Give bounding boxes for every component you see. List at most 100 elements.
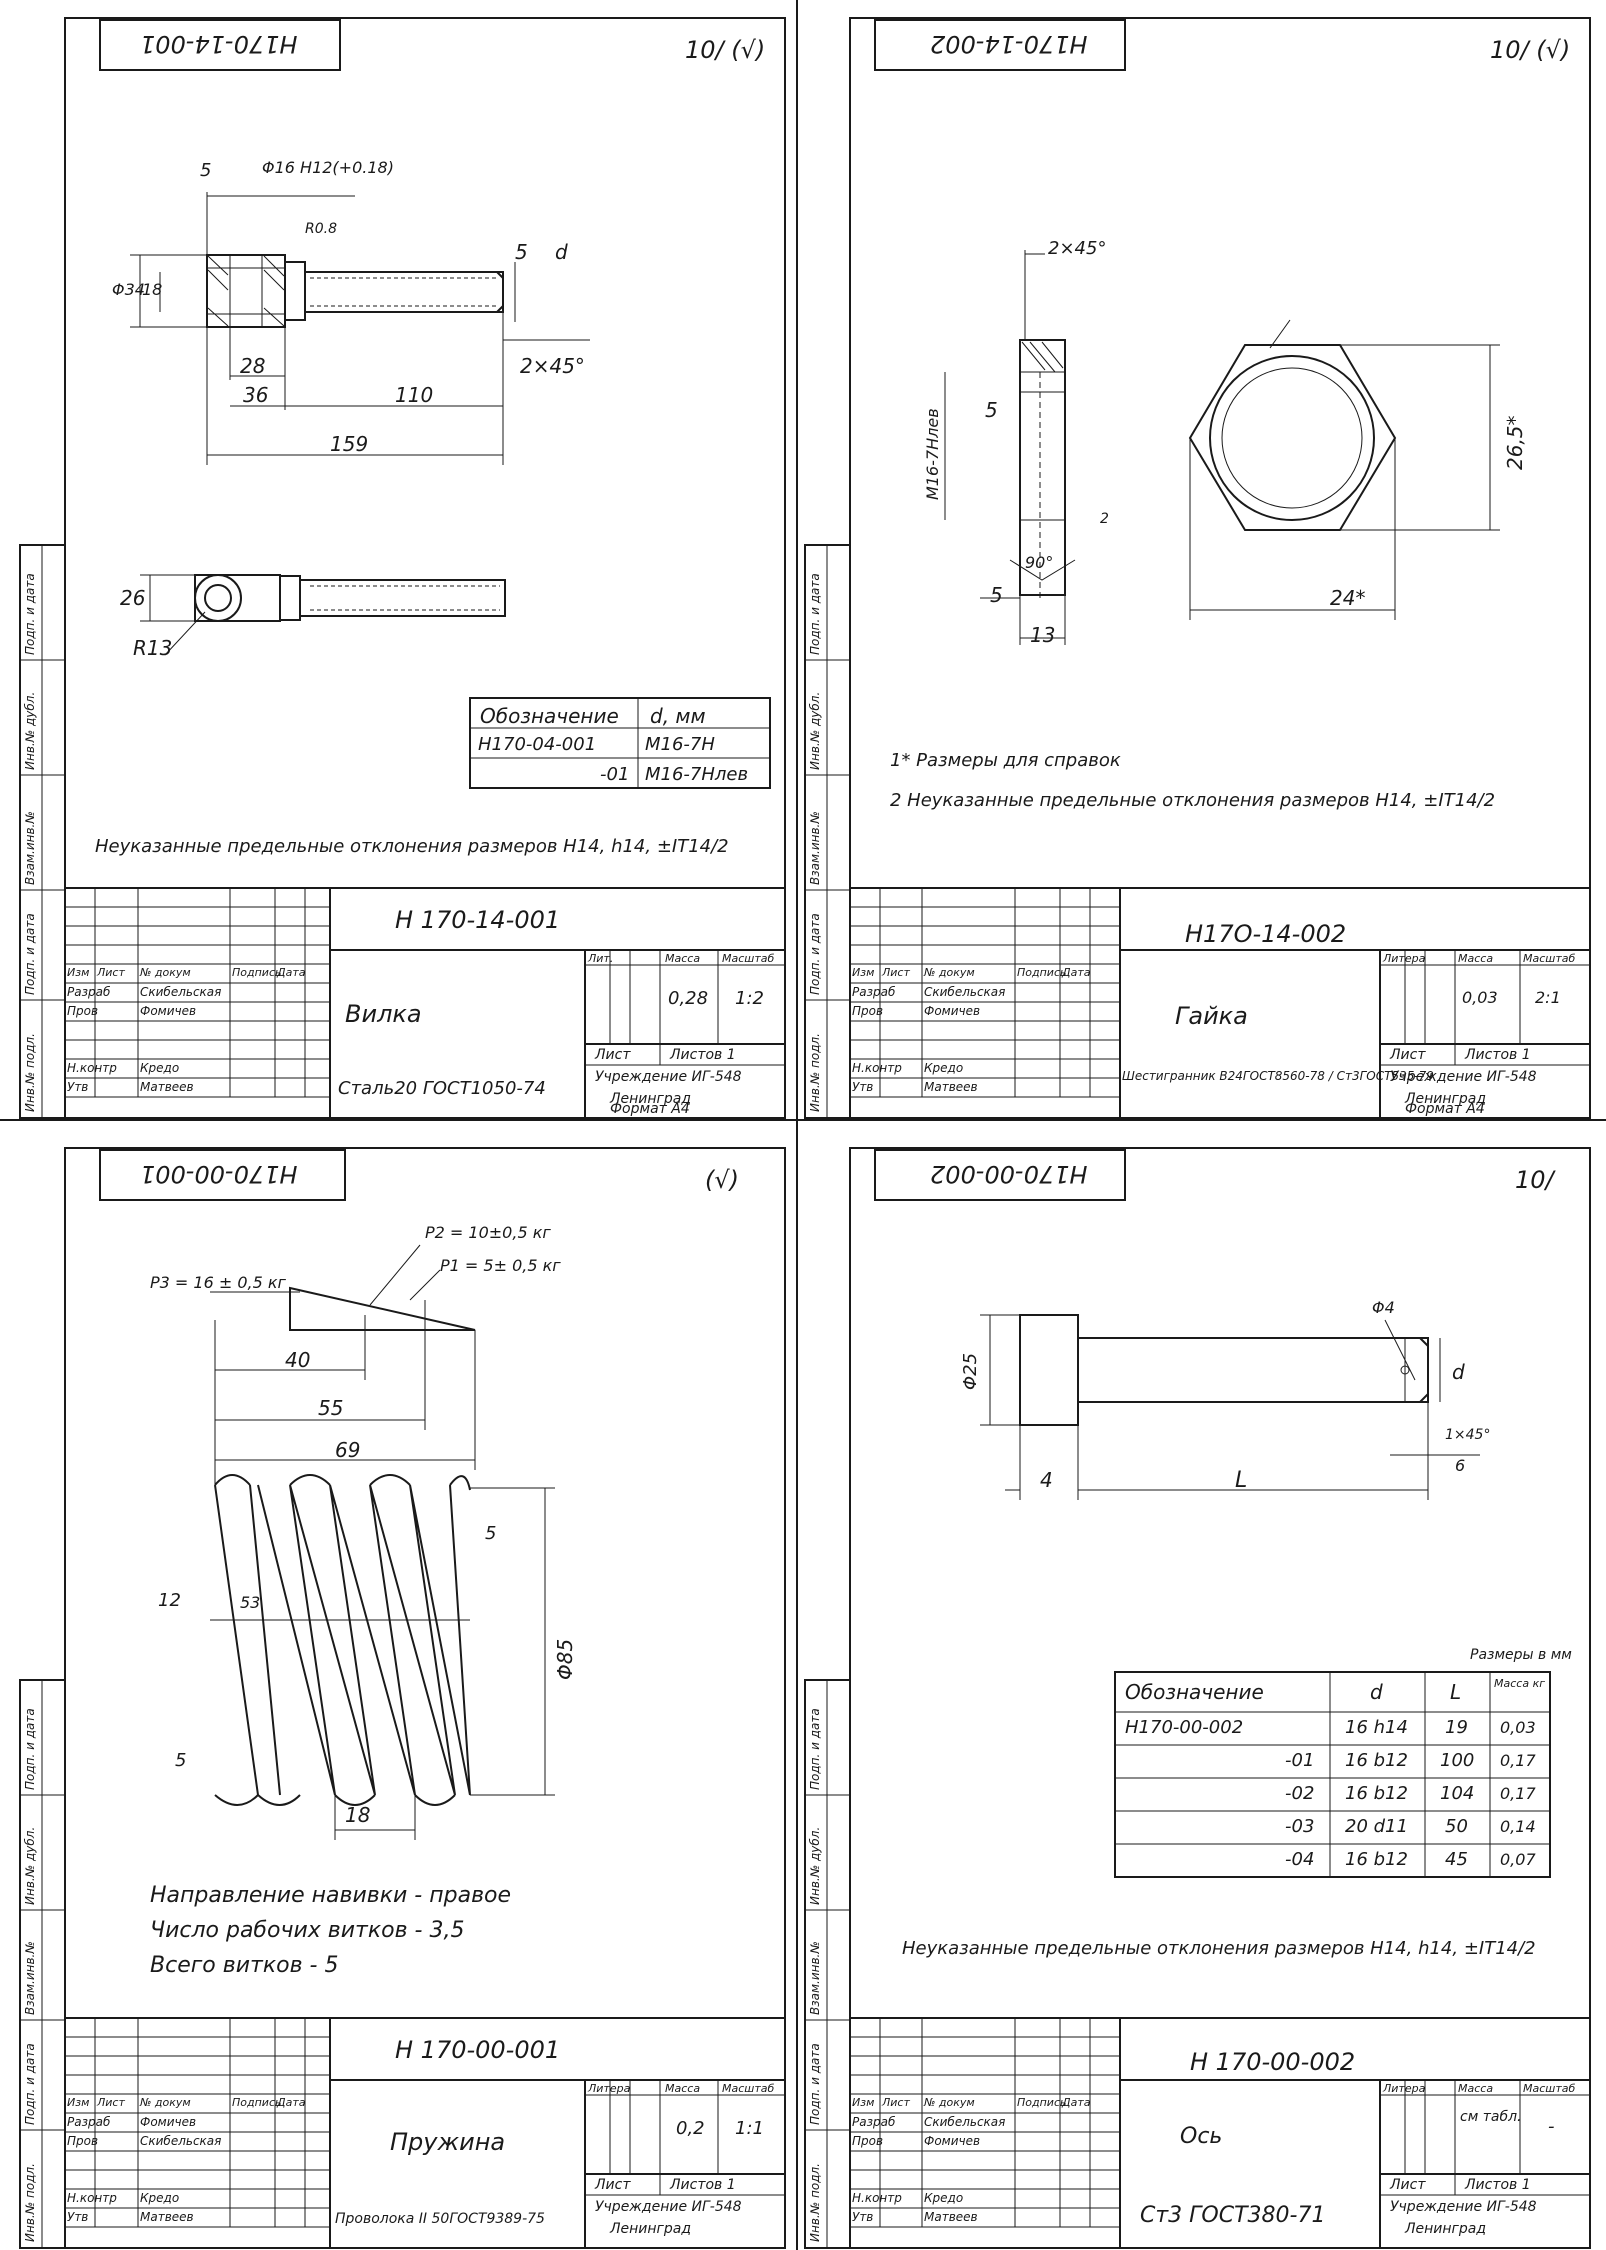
side-label: Подп. и дата (23, 2043, 37, 2125)
dim-chamfer: 1×45° (1445, 1427, 1491, 1443)
side-label: Инв.№ подл. (808, 2163, 822, 2242)
role: Н.контр (67, 1061, 117, 1075)
hdr-izm: Изм (852, 2096, 875, 2109)
dim-28: 28 (240, 354, 266, 378)
hdr-izm: Изм (67, 966, 90, 979)
city-name: Ленинград (610, 2221, 692, 2237)
dim-thread: М16-7Нлев (923, 408, 942, 500)
hdr-doc: № докум (140, 966, 191, 979)
person: Матвеев (924, 2210, 978, 2224)
hdr-date: Дата (1062, 2096, 1091, 2109)
city-name: Ленинград (1405, 2221, 1487, 2237)
sheets-label: Листов 1 (670, 2177, 736, 2193)
dim-d18: 18 (142, 280, 163, 299)
hdr-sign: Подпись (232, 966, 282, 979)
dim-90: 90° (1025, 553, 1054, 572)
table-header-designation: Обозначение (1125, 1680, 1264, 1704)
table-cell: -02 (1285, 1783, 1315, 1804)
scale-label: Масштаб (1523, 952, 1576, 965)
dim-c5a: 5 (200, 160, 212, 181)
tolerance-note: Неуказанные предельные отклонения размер… (95, 836, 729, 857)
side-label: Инв.№ подл. (23, 1033, 37, 1112)
force-p2: P2 = 10±0,5 кг (425, 1223, 551, 1242)
dim-4: 4 (1040, 1468, 1053, 1492)
scale-value: 2:1 (1535, 988, 1561, 1007)
dim-h265: 26,5* (1503, 415, 1527, 470)
side-label: Взам.инв.№ (808, 1941, 822, 2015)
role: Разраб (852, 985, 896, 999)
table-cell: -01 (1285, 1750, 1315, 1771)
lit-label: Лит. (588, 952, 614, 965)
org-name: Учреждение ИГ-548 (595, 1069, 742, 1085)
dim-69: 69 (335, 1438, 361, 1462)
person: Кредо (924, 1061, 964, 1075)
side-label: Подп. и дата (23, 913, 37, 995)
side-label: Подп. и дата (23, 1708, 37, 1790)
table-cell: 0,17 (1500, 1784, 1536, 1803)
person: Фомичев (924, 1004, 981, 1018)
table-cell: -03 (1285, 1816, 1315, 1837)
mass-value: 0,2 (676, 2118, 705, 2139)
table-header-mass: Масса кг (1494, 1677, 1545, 1690)
units-note: Размеры в мм (1470, 1647, 1572, 1663)
person: Матвеев (140, 2210, 194, 2224)
note-1: 1* Размеры для справок (890, 750, 1121, 771)
dim-36: 36 (243, 383, 269, 407)
role: Разраб (67, 2115, 111, 2129)
title-name: Ось (1180, 2124, 1223, 2149)
scale-label: Масштаб (1523, 2082, 1576, 2095)
table-cell: 50 (1445, 1816, 1468, 1837)
side-label: Подп. и дата (808, 1708, 822, 1790)
role: Утв (67, 2210, 89, 2224)
hdr-sign: Подпись (232, 2096, 282, 2109)
dim-d: d (555, 240, 568, 264)
side-label: Подп. и дата (808, 2043, 822, 2125)
table-cell: Н170-04-001 (478, 734, 597, 755)
dim-chamfer: 2×45° (1048, 238, 1107, 259)
person: Матвеев (924, 1080, 978, 1094)
sheet-label: Лист (595, 2177, 631, 2193)
scale-value: 1:1 (735, 2118, 764, 2139)
dim-l13: 13 (1030, 623, 1056, 647)
side-label: Инв.№ дубл. (808, 691, 822, 770)
corner-code: H170-14-001 (140, 30, 298, 58)
city-name: Ленинград (1405, 1091, 1487, 1107)
force-p1: P1 = 5± 0,5 кг (440, 1256, 561, 1275)
hdr-sign: Подпись (1017, 966, 1067, 979)
lit-label: Литера (588, 2082, 631, 2095)
city-name: Ленинград (610, 1091, 692, 1107)
dim-d25: Φ25 (960, 1352, 981, 1390)
person: Кредо (924, 2191, 964, 2205)
roughness-mark: 10/ (√) (685, 36, 766, 64)
table-cell: 0,07 (1500, 1850, 1536, 1869)
person: Фомичев (140, 2115, 197, 2129)
table-cell: 45 (1445, 1849, 1468, 1870)
table-cell: 16 b12 (1345, 1750, 1408, 1771)
sheets-label: Листов 1 (670, 1047, 736, 1063)
mass-label: Масса (665, 952, 701, 965)
title-code: Н17О-14-002 (1185, 920, 1347, 948)
note-2: Число рабочих витков - 3,5 (150, 1918, 465, 1943)
format-label: Формат А4 (1405, 1101, 1485, 1117)
role: Пров (67, 1004, 99, 1018)
table-cell: М16-7Н (645, 734, 715, 755)
side-label: Подп. и дата (808, 573, 822, 655)
role: Утв (67, 1080, 89, 1094)
force-p3: P3 = 16 ± 0,5 кг (150, 1273, 286, 1292)
hdr-list: Лист (882, 966, 910, 979)
hdr-doc: № докум (924, 2096, 975, 2109)
title-name: Пружина (390, 2128, 506, 2156)
corner-code: H170-14-002 (930, 30, 1088, 58)
hdr-date: Дата (1062, 966, 1091, 979)
dim-chamfer: 2×45° (520, 354, 585, 378)
person: Скибельская (924, 985, 1006, 999)
table-cell: 19 (1445, 1717, 1468, 1738)
format-label: Формат А4 (610, 1101, 690, 1117)
roughness-mark: (√) (705, 1166, 740, 1194)
table-header-d: d (1370, 1680, 1383, 1704)
role: Утв (852, 2210, 874, 2224)
dim-18: 18 (345, 1803, 371, 1827)
hdr-izm: Изм (852, 966, 875, 979)
hdr-doc: № докум (924, 966, 975, 979)
dim-c5b: 5 (515, 240, 528, 264)
